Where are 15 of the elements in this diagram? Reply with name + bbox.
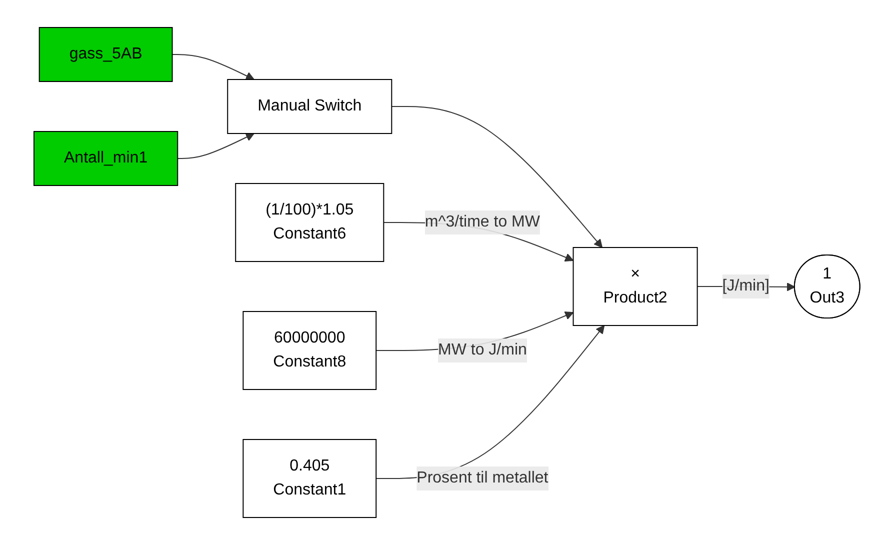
edge-label: m^3/time to MW	[424, 214, 540, 230]
edge-label: MW to J/min	[438, 342, 527, 358]
arrow	[391, 106, 603, 248]
arrow	[172, 54, 255, 80]
node-box: Antall_min1	[34, 131, 178, 186]
node-box: × Product2	[572, 247, 698, 326]
node-box: 0.405 Constant1	[242, 439, 377, 518]
node-box: gass_5AB	[38, 27, 173, 82]
arrow	[376, 325, 605, 479]
arrow	[177, 133, 255, 159]
node-box: Manual Switch	[227, 79, 392, 134]
node-box: (1/100)*1.05 Constant6	[235, 183, 384, 262]
edge-label: [J/min]	[722, 278, 770, 294]
edge-label: Prosent til metallet	[416, 469, 548, 486]
node-box: 60000000 Constant8	[242, 311, 377, 390]
